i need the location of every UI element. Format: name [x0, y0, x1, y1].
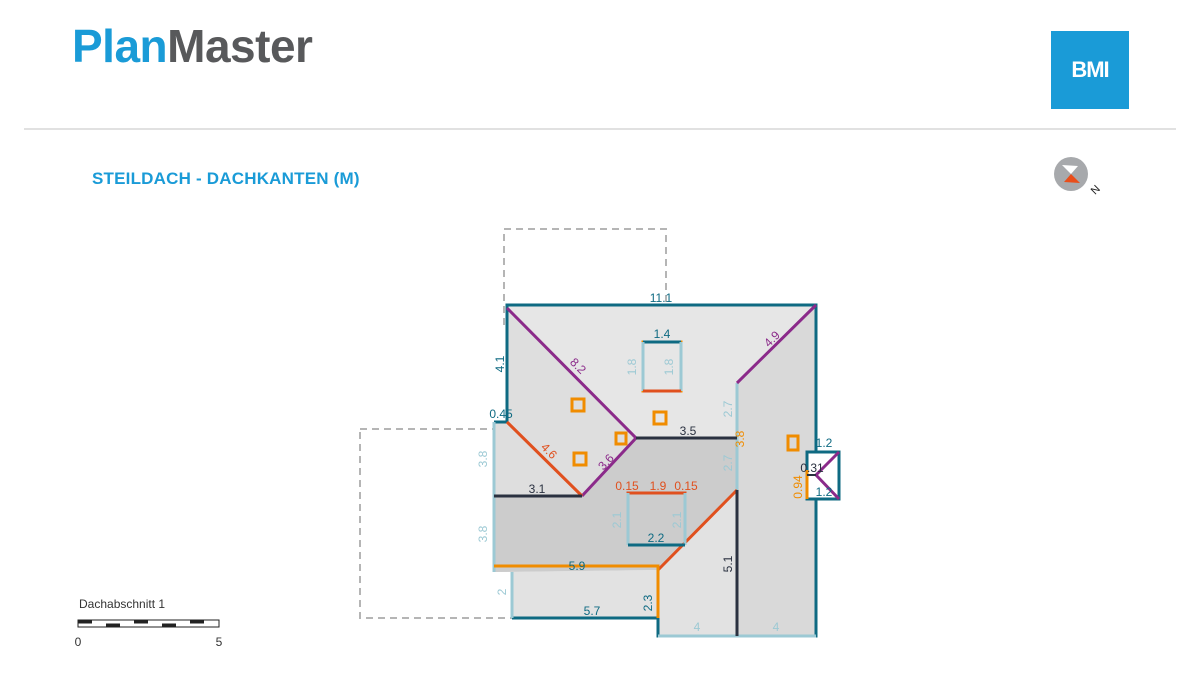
chimney-cross-2 [814, 473, 841, 501]
hip-center [580, 436, 638, 498]
dim-skylight-right: 1.8 [662, 358, 676, 375]
scale-bar: 0 5 [75, 619, 223, 649]
dim-ridge-vertical: 5.1 [721, 555, 735, 572]
dim-ridge-upper: 3.5 [680, 424, 697, 438]
dim-dormer-side-left: 0.15 [615, 479, 639, 493]
header-divider [24, 128, 1176, 130]
page-title: STEILDACH - DACHKANTEN (M) [92, 169, 360, 188]
dim-skylight-top: 1.4 [654, 327, 671, 341]
dim-left-eave: 4.1 [493, 355, 507, 372]
dim-eave-bottom: 5.7 [584, 604, 601, 618]
scale-min: 0 [75, 635, 82, 649]
dim-abutment-vertical: 2.3 [641, 594, 655, 611]
hip-left [505, 306, 638, 440]
planmaster-logo: PlanMaster [72, 20, 313, 72]
dim-chimney-side: 0.94 [791, 475, 805, 499]
dim-gable-left: 3.8 [476, 450, 490, 467]
dim-small-eave: 0.45 [489, 407, 513, 421]
roof-face-bottom [512, 490, 737, 636]
dim-gable-bottom-left: 2 [495, 588, 509, 595]
dim-abutment-mid: 3.8 [733, 430, 747, 447]
scale-max: 5 [216, 635, 223, 649]
bmi-logo: BMI [1051, 31, 1129, 109]
vent-4 [572, 451, 588, 467]
dim-chimney-top: 1.2 [816, 436, 833, 450]
valley-right [656, 488, 739, 572]
dim-gable-bottom-right: 4 [773, 620, 780, 634]
logo-master-text: Master [167, 20, 313, 72]
dim-chimney-bottom: 1.2 [816, 485, 833, 499]
bmi-logo-text: BMI [1071, 57, 1109, 82]
dim-dormer-side-right: 0.15 [674, 479, 698, 493]
abutment-long [494, 564, 660, 618]
roof-face-right [737, 305, 816, 636]
valley-left [505, 420, 584, 498]
compass-icon: N [1054, 157, 1102, 197]
dim-dormer-height-left: 2.1 [610, 511, 624, 528]
dim-gable-left-lower: 3.8 [476, 525, 490, 542]
chimney-cross-1 [814, 450, 841, 477]
dim-gable-bottom-mid: 4 [694, 620, 701, 634]
dim-dormer-front: 1.9 [650, 479, 667, 493]
roof-face-left-slope [494, 308, 636, 496]
dim-wall-upper: 2.7 [721, 400, 735, 417]
dim-wall-lower: 2.7 [721, 454, 735, 471]
hip-right [735, 303, 818, 385]
dim-ridge-lower: 3.1 [529, 482, 546, 496]
dim-abutment-long: 5.9 [569, 559, 586, 573]
scale-bar-label: Dachabschnitt 1 [79, 597, 166, 611]
dim-dormer-height-right: 2.1 [670, 511, 684, 528]
vent-1 [570, 397, 586, 413]
dim-top-eave: 11.1 [650, 291, 673, 305]
dim-dormer-bottom: 2.2 [648, 531, 665, 545]
logo-plan-text: Plan [72, 20, 168, 72]
roof-face-valley [494, 438, 737, 572]
vent-5 [786, 434, 800, 452]
dim-skylight-left: 1.8 [625, 358, 639, 375]
dim-chimney-mid: 0.31 [800, 461, 824, 475]
vent-2 [652, 410, 668, 426]
vent-3 [614, 431, 628, 446]
